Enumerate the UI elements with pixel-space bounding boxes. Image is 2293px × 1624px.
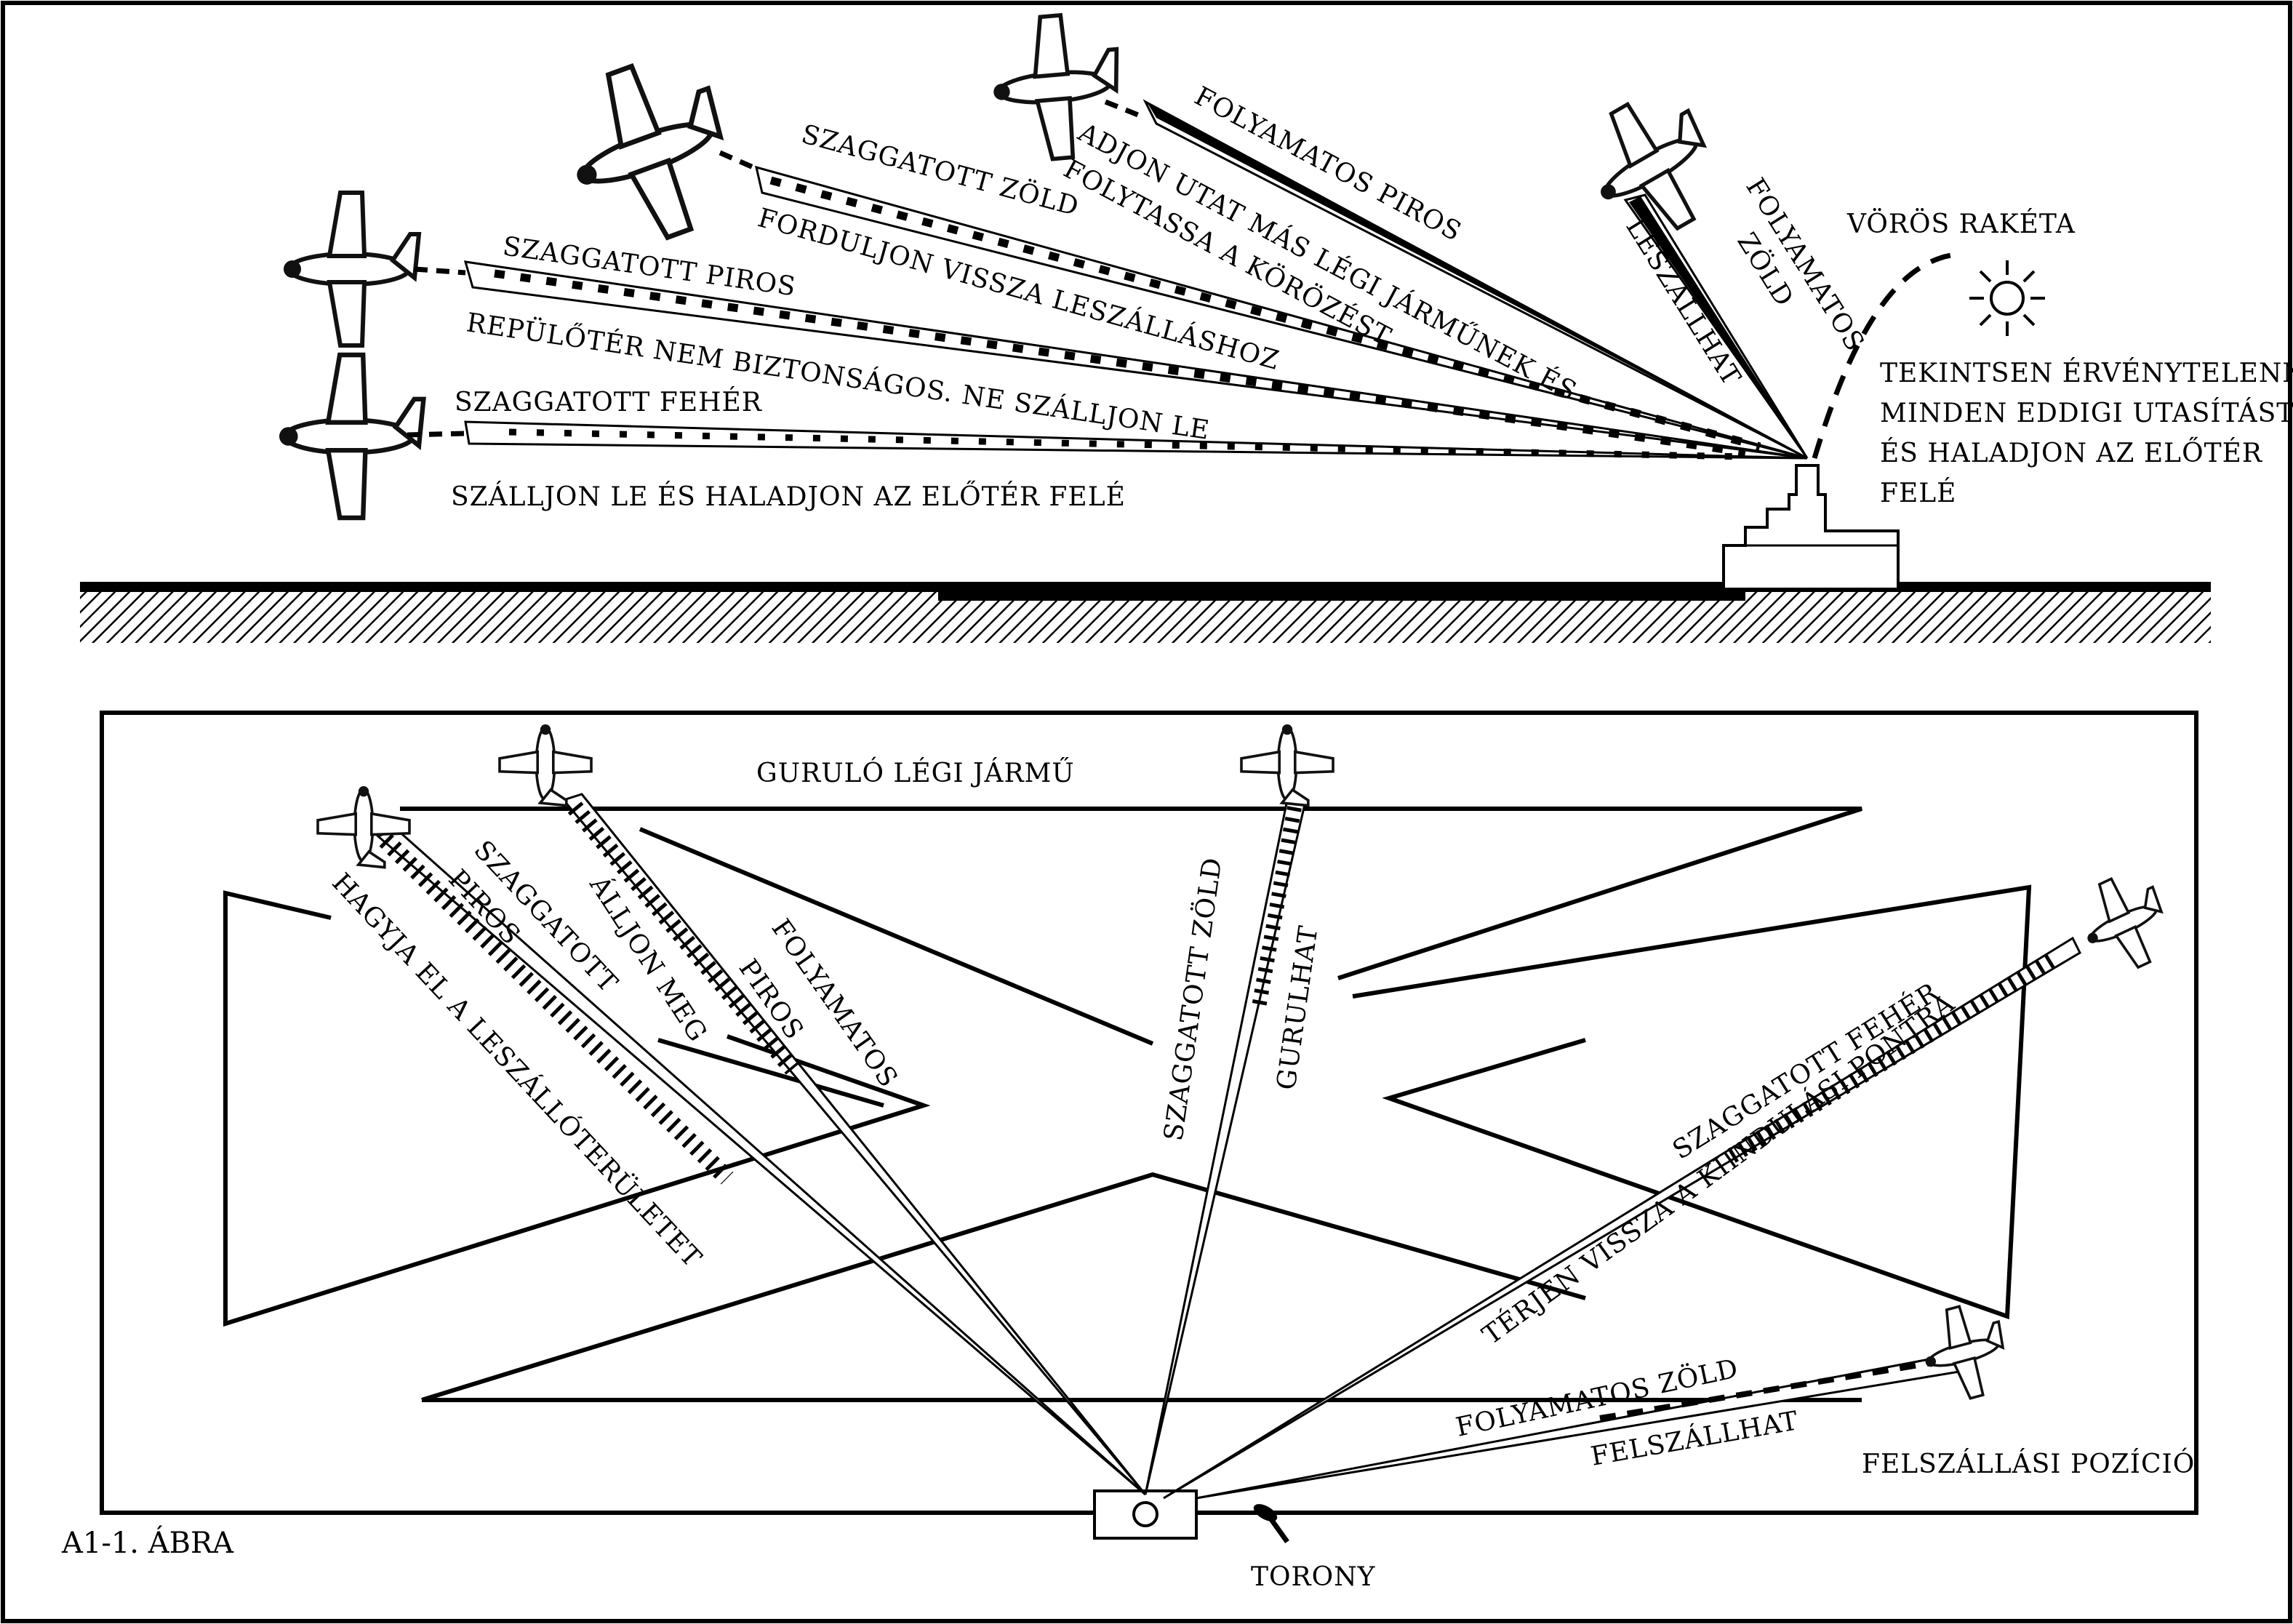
figure-label: A1-1. ÁBRA [61, 1526, 234, 1560]
label-gurulo: GURULÓ LÉGI JÁRMŰ [756, 758, 1075, 788]
plane-icon [279, 355, 423, 518]
label-torony: TORONY [1251, 1562, 1376, 1592]
rocket-line-3: ÉS HALADJON AZ ELŐTÉR [1880, 438, 2262, 468]
bottom-beams [376, 793, 2081, 1500]
airfield-boundary [100, 711, 2198, 1515]
ground-line [80, 582, 2211, 592]
label-voros-raketa: VÖRÖS RAKÉTA [1846, 209, 2076, 239]
label-leszallhat: LESZÁLLHAT [1620, 213, 1747, 391]
plane-icon [316, 785, 411, 869]
ground-hatching [80, 592, 2211, 643]
tower-icon [1093, 1489, 1198, 1540]
label-szalljon-le: SZÁLLJON LE ÉS HALADJON AZ ELŐTÉR FELÉ [451, 481, 1126, 512]
label-szag-feher: SZAGGATOTT FEHÉR [1668, 977, 1945, 1166]
rocket-burst-icon [1969, 260, 2045, 336]
tower-pointer-icon [1253, 1504, 1289, 1544]
rocket-line-1: TEKINTSEN ÉRVÉNYTELENNEK [1880, 358, 2293, 388]
rocket-line-2: MINDEN EDDIGI UTASÍTÁST [1880, 398, 2293, 428]
rocket-line-4: FELÉ [1880, 478, 1956, 508]
label-felszallasi: FELSZÁLLÁSI POZÍCIÓ [1862, 1449, 2195, 1479]
label-szag-zold: SZAGGATOTT ZÖLD [1158, 855, 1228, 1143]
runway-outlines [223, 807, 2032, 1402]
plane-icon [2067, 863, 2182, 983]
plane-icon [498, 723, 593, 807]
control-tower [1722, 464, 1900, 591]
rocket-trajectory [1812, 252, 1957, 460]
label-szaggatott-feher: SZAGGATOTT FEHÉR [455, 387, 762, 417]
top-beams [463, 99, 1809, 460]
plane-icon [1240, 723, 1334, 807]
plane-icon [284, 193, 419, 345]
label-gurulhat: GURULHAT [1271, 924, 1324, 1092]
bottom-section: GURULÓ LÉGI JÁRMŰ HAGYJA EL A LESZÁLLÓTE… [100, 711, 2198, 1592]
top-section: SZAGGATOTT FEHÉR SZÁLLJON LE ÉS HALADJON… [80, 11, 2293, 643]
label-terjen: TÉRJEN VISSZA A KIINDULÁSI PONTRA [1477, 988, 1961, 1351]
